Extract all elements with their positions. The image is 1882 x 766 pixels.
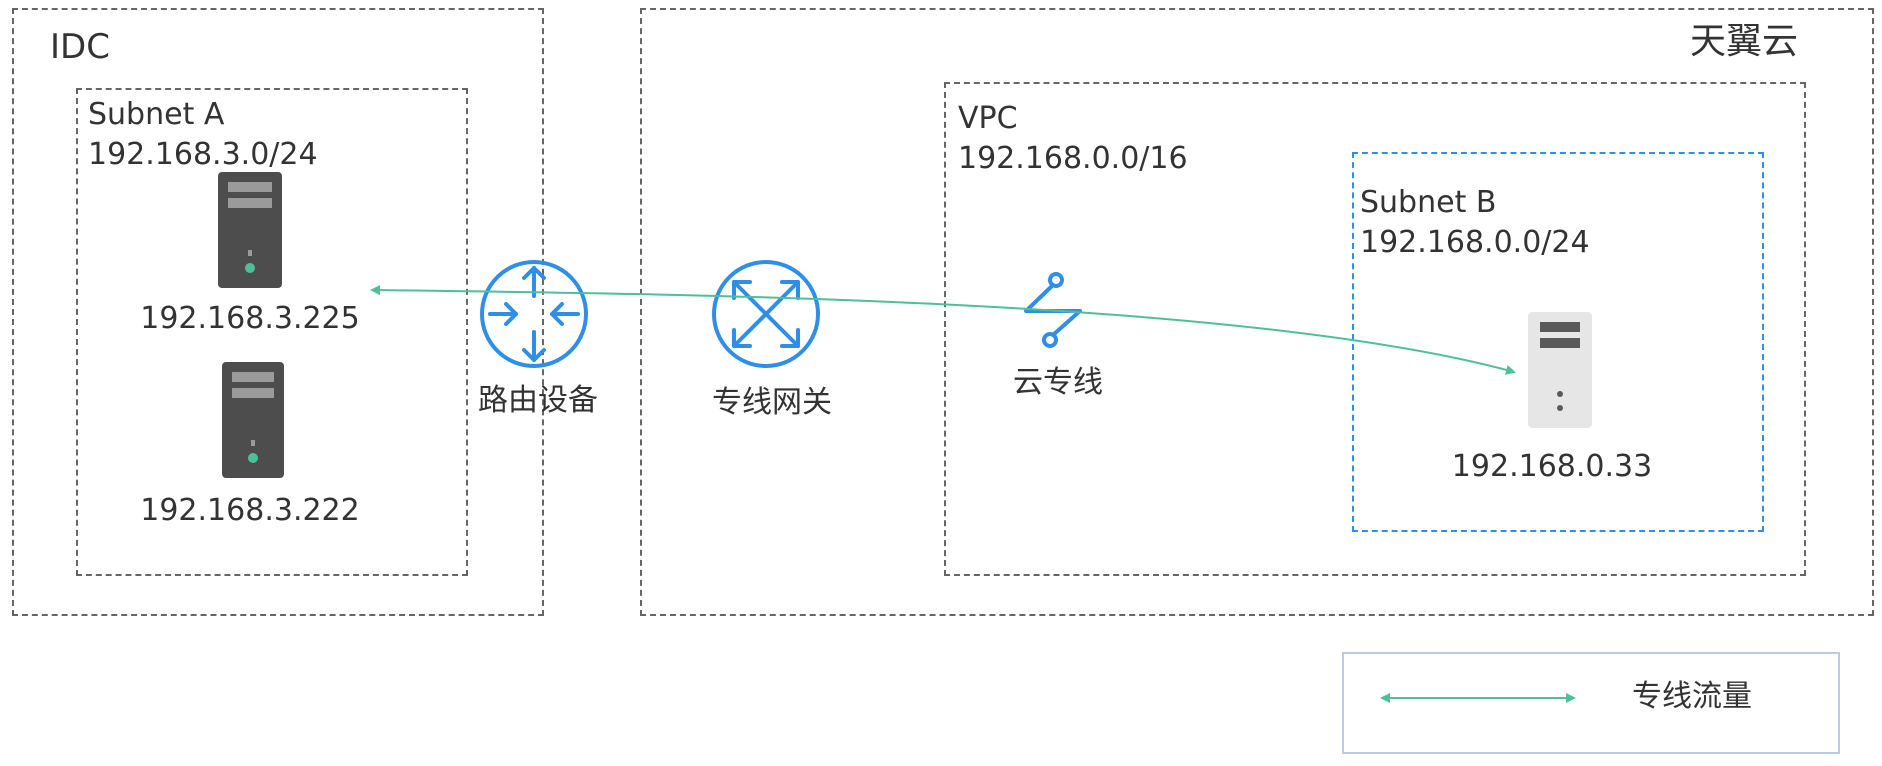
server-ip-label: 192.168.3.225	[140, 301, 360, 336]
subnet-b-cidr: 192.168.0.0/24	[1360, 225, 1590, 260]
server-icon	[222, 362, 284, 478]
legend-label: 专线流量	[1632, 679, 1752, 714]
subnet-b-name: Subnet B	[1360, 185, 1497, 220]
direct-connect-label: 云专线	[1013, 365, 1103, 400]
vpc-cidr: 192.168.0.0/16	[958, 141, 1188, 176]
server-ip-label: 192.168.3.222	[140, 493, 360, 528]
legend-box	[1342, 652, 1840, 754]
server-ip-label: 192.168.0.33	[1451, 449, 1653, 484]
router-icon	[480, 260, 588, 368]
subnet-a-cidr: 192.168.3.0/24	[88, 137, 318, 172]
router-label: 路由设备	[478, 383, 598, 418]
cloud-title: 天翼云	[1690, 21, 1799, 62]
server-icon	[218, 172, 282, 288]
cloud-server-icon	[1528, 312, 1592, 428]
vpc-name: VPC	[958, 101, 1018, 136]
gateway-label: 专线网关	[712, 385, 832, 420]
subnet-a-name: Subnet A	[88, 97, 225, 132]
idc-title: IDC	[50, 27, 110, 67]
gateway-icon	[712, 260, 820, 368]
traffic-flow-line	[370, 285, 1516, 375]
